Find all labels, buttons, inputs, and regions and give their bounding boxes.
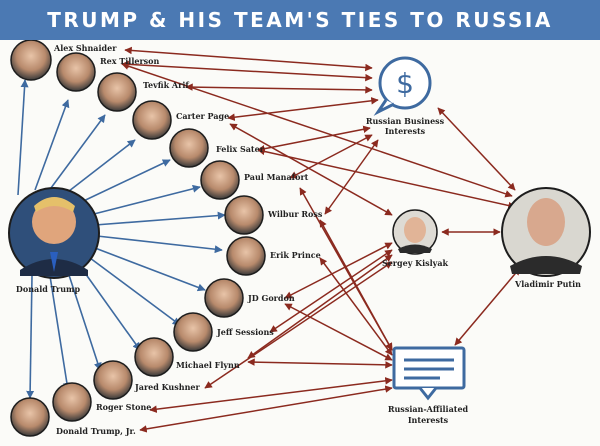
paul-manafort-label: Paul Manafort — [244, 172, 309, 182]
michael-flynn-label: Michael Flynn — [176, 360, 240, 370]
person-donald-trump-jr: Donald Trump, Jr. — [10, 397, 136, 437]
ties-diagram: $ Russian Business Interests Russian-Aff… — [8, 40, 591, 437]
sergey-kislyak-label: Sergey Kislyak — [382, 258, 449, 268]
person-felix-sater: Felix Sater — [169, 128, 265, 168]
jd-gordon-label: JD Gordon — [247, 293, 295, 303]
affiliated-interests-label-1: Russian-Affiliated — [388, 404, 469, 414]
affiliated-interests-node: Russian-Affiliated Interests — [388, 346, 469, 425]
jared-kushner-label: Jared Kushner — [134, 382, 200, 392]
donald-trump-jr-label: Donald Trump, Jr. — [56, 426, 136, 436]
carter-page-label: Carter Page — [176, 111, 229, 121]
russia-links — [121, 46, 521, 433]
roger-stone-label: Roger Stone — [96, 402, 151, 412]
vladimir-putin-label: Vladimir Putin — [514, 279, 581, 289]
erik-prince-label: Erik Prince — [270, 250, 321, 260]
person-jeff-sessions: Jeff Sessions — [173, 312, 274, 352]
felix-sater-label: Felix Sater — [216, 144, 265, 154]
person-michael-flynn: Michael Flynn — [134, 337, 240, 377]
tevfik-arif-label: Tevfik Arif — [143, 80, 189, 90]
person-tevfik-arif: Tevfik Arif — [97, 72, 189, 112]
business-interests-node: $ Russian Business Interests — [366, 56, 445, 136]
person-rex-tillerson: Rex Tillerson — [56, 52, 160, 92]
person-erik-prince: Erik Prince — [226, 236, 321, 276]
rex-tillerson-label: Rex Tillerson — [100, 56, 160, 66]
page-title: Trump & His Team's Ties to Russia — [0, 0, 600, 40]
affiliated-interests-label-2: Interests — [408, 415, 449, 425]
business-interests-label-2: Interests — [385, 126, 426, 136]
business-interests-label-1: Russian Business — [366, 116, 445, 126]
dollar-speech-bubble-icon: $ — [373, 56, 432, 116]
svg-text:$: $ — [396, 67, 414, 100]
person-paul-manafort: Paul Manafort — [200, 160, 309, 200]
document-speech-bubble-icon — [392, 346, 466, 401]
alex-shnaider-label: Alex Shnaider — [53, 43, 117, 53]
wilbur-ross-label: Wilbur Ross — [267, 209, 323, 219]
vladimir-putin-node: Vladimir Putin — [501, 187, 591, 289]
person-wilbur-ross: Wilbur Ross — [224, 195, 323, 235]
jeff-sessions-label: Jeff Sessions — [216, 327, 274, 337]
person-alex-shnaider: Alex Shnaider — [10, 40, 117, 81]
sergey-kislyak-node: Sergey Kislyak — [382, 209, 449, 268]
person-jared-kushner: Jared Kushner — [93, 360, 200, 400]
donald-trump-node: Donald Trump — [8, 187, 100, 294]
person-jd-gordon: JD Gordon — [204, 278, 295, 318]
person-carter-page: Carter Page — [132, 100, 229, 140]
donald-trump-label: Donald Trump — [16, 284, 81, 294]
person-roger-stone: Roger Stone — [52, 382, 151, 422]
